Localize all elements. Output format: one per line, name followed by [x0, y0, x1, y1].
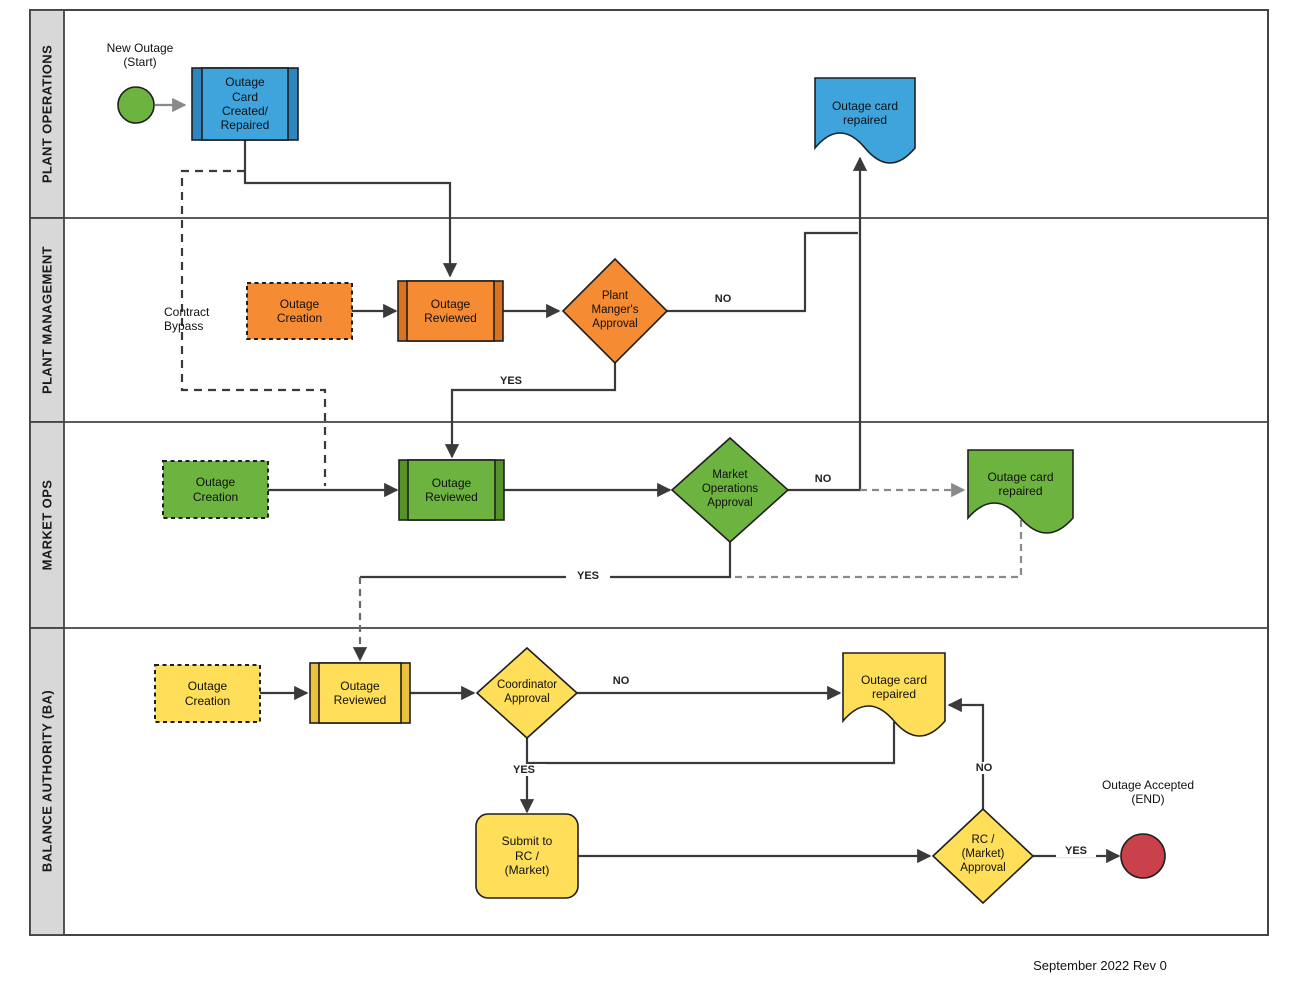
connectors — [155, 97, 1121, 864]
outage-reviewed-box-ba-inner — [318, 662, 402, 724]
edge-mo-doc-return-dashed — [733, 520, 1023, 579]
end-event-circle — [1120, 833, 1166, 879]
coordinator-approval-diamond — [475, 646, 579, 740]
edge-rc-approval-no — [947, 697, 985, 809]
lane-header-balance-authority — [29, 627, 65, 936]
outage-card-repaired-doc-ops — [814, 77, 916, 164]
outage-creation-box-mo — [162, 460, 269, 519]
outage-reviewed-box-mo-inner — [407, 459, 496, 521]
outage-creation-box-ba — [154, 664, 261, 723]
outage-creation-box-pm — [246, 282, 353, 340]
market-operations-approval-diamond — [670, 436, 790, 544]
outage-reviewed-box-pm-inner — [406, 280, 495, 342]
edge-pm-approval-yes — [444, 363, 617, 459]
submit-to-rc-box — [475, 813, 579, 899]
nodes — [117, 67, 1166, 905]
revision-footer: September 2022 Rev 0 — [1033, 958, 1167, 973]
start-event-circle — [117, 86, 155, 124]
edge-ba-doc-return — [527, 722, 896, 765]
outage-card-repaired-doc-ba — [842, 652, 946, 737]
plant-manager-approval-diamond — [561, 257, 669, 365]
outage-card-created-box-inner — [201, 67, 289, 141]
edge-mo-approval-yes — [360, 542, 732, 579]
rc-market-approval-diamond — [931, 807, 1035, 905]
lane-header-plant-management — [29, 217, 65, 423]
edge-card-to-plant-review — [243, 140, 458, 278]
lane-header-market-ops — [29, 421, 65, 629]
lane-header-plant-operations — [29, 9, 65, 219]
edge-pm-approval-no — [667, 231, 858, 313]
edge-contract-bypass-dashed — [180, 169, 327, 486]
outage-card-repaired-doc-mo — [967, 449, 1074, 534]
